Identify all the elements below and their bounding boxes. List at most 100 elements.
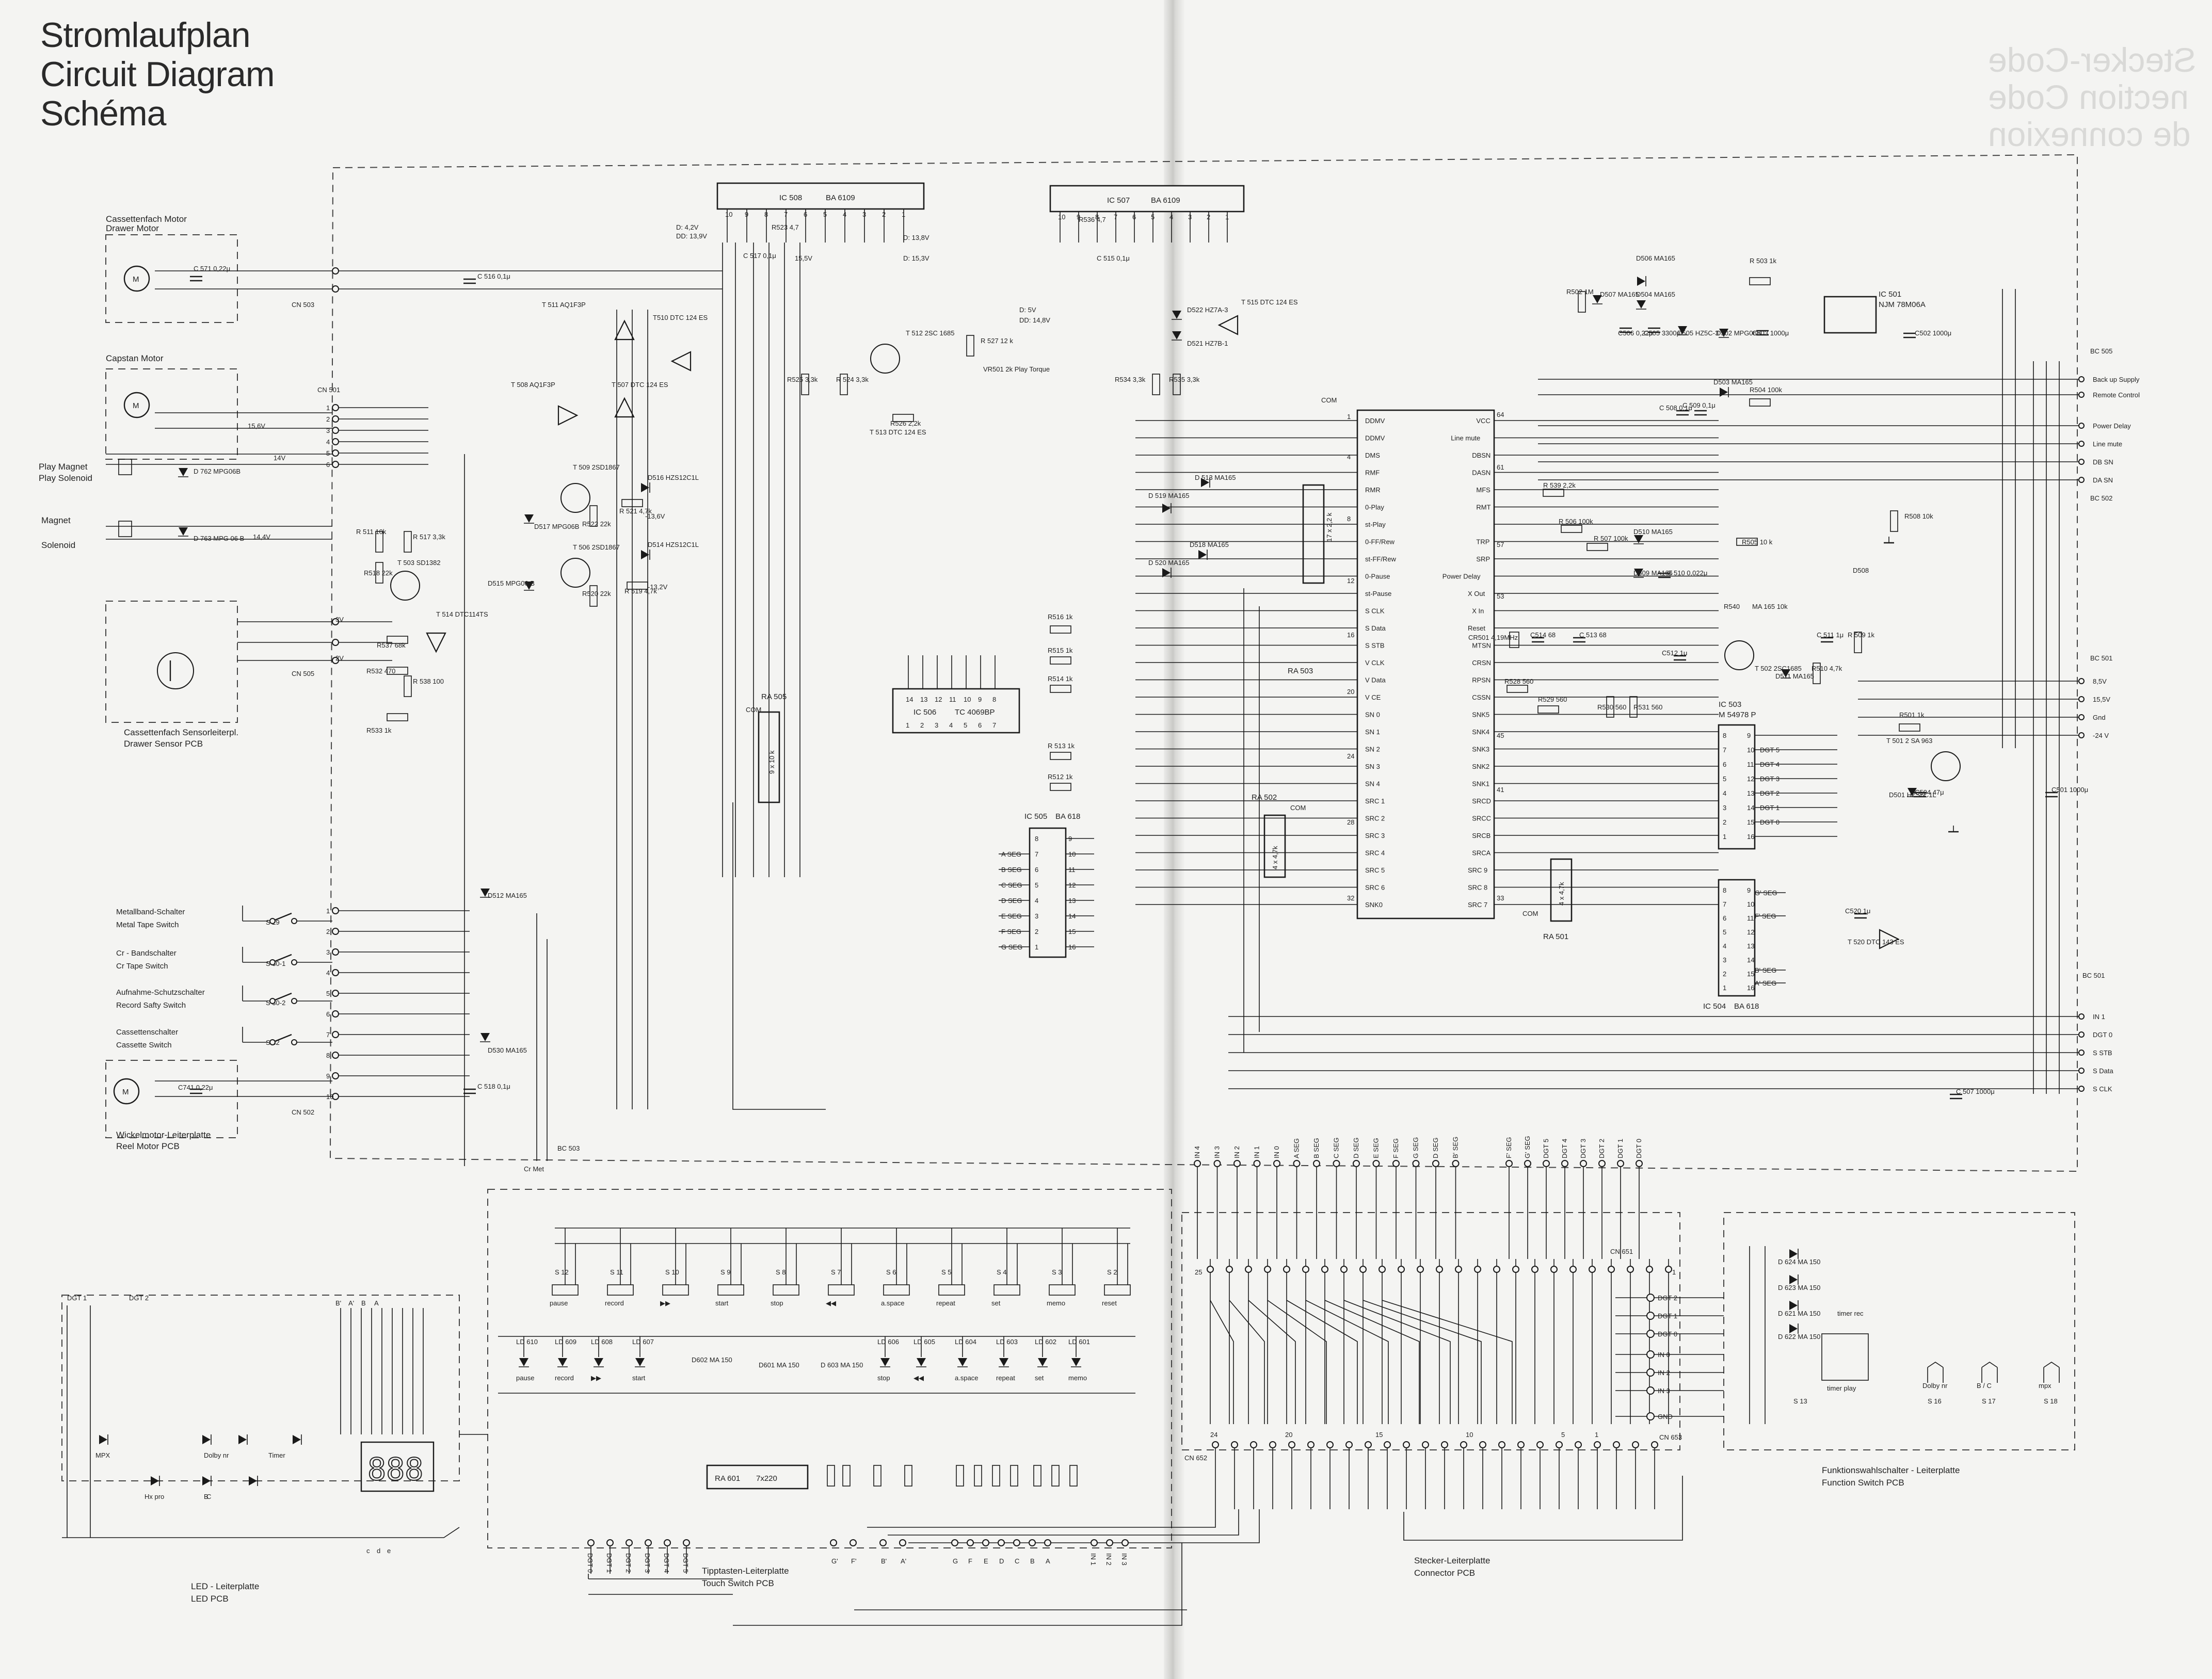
- switch-contact: [269, 998, 276, 1004]
- cn651-pin: [1512, 1266, 1519, 1273]
- cn651-pin: [1608, 1266, 1615, 1273]
- bc501b-signal-label: S STB: [2093, 1049, 2112, 1057]
- bottom-bus: [908, 1509, 1260, 1543]
- mcu-left-pin-name: SN 3: [1365, 763, 1380, 770]
- touch-switch-label: stop: [771, 1299, 783, 1307]
- svg-text:TC 4069BP: TC 4069BP: [955, 708, 995, 717]
- cn651-pin: [1455, 1266, 1462, 1273]
- t520-buffer: [1879, 929, 1900, 949]
- svg-text:BA 6109: BA 6109: [1151, 196, 1180, 205]
- ic503-pin-number: 14: [1747, 804, 1754, 812]
- touch-resistor: [992, 1465, 1000, 1487]
- function-switch-ref: S 18: [2044, 1397, 2058, 1405]
- led-board-label-de: LED - Leiterplatte: [191, 1581, 259, 1591]
- ic506-pin-number: 4: [949, 721, 953, 729]
- d763-diode: [179, 527, 188, 536]
- mcu-pin-number: 33: [1497, 894, 1504, 902]
- mcu-left-pin-name: V CLK: [1365, 659, 1385, 667]
- r507-label: R 507 100k: [1594, 535, 1628, 542]
- touch-pad: [828, 1284, 855, 1296]
- d509-label: D509 MA165: [1633, 569, 1673, 577]
- cn651-pin: [1245, 1266, 1252, 1273]
- cn652-pin: [1422, 1441, 1429, 1448]
- touch-switch-ref: S 11: [610, 1268, 623, 1276]
- cn502-pin: [332, 1031, 339, 1038]
- touch-seg-label: F': [851, 1557, 856, 1565]
- cn501-pin-number: 4: [326, 438, 330, 446]
- touch-seg2-pin: [1013, 1539, 1020, 1546]
- mcu-right-pin-name: MTSN: [1472, 642, 1491, 650]
- r519-label: R 519 4,7k: [624, 587, 657, 595]
- svg-text:NJM 78M06A: NJM 78M06A: [1879, 300, 1926, 309]
- touch-switch-label: record: [605, 1299, 624, 1307]
- mcu-pin-number: 53: [1497, 592, 1504, 600]
- cn502-pin: [332, 1052, 339, 1059]
- bc501-pin: [2078, 714, 2085, 720]
- bc505-signal-label: DB SN: [2093, 458, 2113, 466]
- d514-label: D514 HZS12C1L: [648, 541, 699, 548]
- cn652-pin: [1594, 1441, 1601, 1448]
- switch-contact: [291, 1039, 297, 1045]
- ic507-pin-number: 3: [1188, 213, 1192, 221]
- connector-crossover: [1210, 1300, 1234, 1424]
- com-label: COM: [1321, 396, 1337, 404]
- ic508-pin-number: 8: [764, 211, 768, 218]
- function-switch-ref: S 13: [1793, 1397, 1807, 1405]
- c510-label: C 510 0,022μ: [1667, 569, 1707, 577]
- cn653-pin: [1646, 1294, 1655, 1302]
- cn653-pin: [1646, 1330, 1655, 1338]
- mcu-right-pin-name: CSSN: [1472, 693, 1490, 701]
- function-diode-label: D 623 MA 150: [1778, 1284, 1820, 1291]
- cn653-pin-label: IN 3: [1658, 1387, 1670, 1395]
- ic507-pin-number: 2: [1207, 213, 1210, 221]
- svg-text:RA 505: RA 505: [761, 692, 787, 701]
- ic505: IC 505 BA 618: [1024, 812, 1080, 958]
- connector-crossover: [1248, 1300, 1296, 1424]
- r521-label: R 521 4,7k: [619, 507, 652, 515]
- drawer-motor-board: [105, 234, 238, 323]
- top-connector-pin-label: G' SEG: [1524, 1136, 1531, 1158]
- d517-label: D517 MPG06B: [534, 523, 579, 530]
- led-d-pin: d: [377, 1547, 380, 1555]
- touch-led-label: repeat: [996, 1374, 1015, 1382]
- svg-text:Cr - Bandschalter: Cr - Bandschalter: [116, 949, 177, 958]
- t501-label: T 501 2 SA 963: [1886, 737, 1932, 745]
- cn651-pin: [1493, 1266, 1500, 1273]
- svg-text:7x220: 7x220: [756, 1474, 777, 1483]
- touch-led-ref: LD 605: [913, 1338, 935, 1346]
- indicator-led: [238, 1435, 247, 1444]
- touch-led-ref: LD 608: [591, 1338, 613, 1346]
- d763-label: D 763 MPG 06 B: [194, 535, 244, 542]
- mcu-left-pin-name: DDMV: [1365, 417, 1385, 425]
- top-connector-pin: [1636, 1160, 1643, 1167]
- mcu-pin-number: 12: [1347, 577, 1354, 585]
- mcu-right-pin-name: SNK4: [1472, 728, 1489, 736]
- cn501-pin: [332, 438, 339, 445]
- mcu-right-pin-name: MFS: [1476, 486, 1490, 494]
- transistor-body: [1724, 640, 1754, 670]
- top-connector-pin: [1505, 1160, 1513, 1167]
- touch-dgt-pin: [664, 1539, 671, 1546]
- top-connector-pin-label: DGT 1: [1616, 1139, 1624, 1158]
- touch-in-label: IN 2: [1105, 1553, 1113, 1565]
- cn652-pin: [1575, 1441, 1582, 1448]
- timer-label: Timer: [268, 1451, 285, 1459]
- ic503-pin-number: 11: [1747, 761, 1754, 768]
- d511-diode: [1781, 669, 1790, 677]
- c516-label: C 516 0,1μ: [477, 272, 510, 280]
- d510-label: D510 MA165: [1633, 528, 1673, 536]
- bc501b-label: BC 501: [2082, 972, 2105, 979]
- touch-seg-pin: [899, 1539, 906, 1546]
- ic505-pin-number: 12: [1068, 881, 1076, 889]
- cn651-pin: [1226, 1266, 1233, 1273]
- switch-s30-2: Aufnahme-Schutzschalter Record Safty Swi…: [116, 988, 285, 1010]
- touch-seg2-pin: [967, 1539, 974, 1546]
- cn501-pin-number: 5: [326, 449, 330, 457]
- mcu-right-pin-name: RPSN: [1472, 676, 1490, 684]
- top-connector-pin-label: A SEG: [1293, 1138, 1301, 1158]
- touch-seg2-pin: [1029, 1539, 1036, 1546]
- cn652-pin: [1460, 1441, 1467, 1448]
- cn652-pin-number: 10: [1466, 1431, 1473, 1439]
- led-seg-label: B': [335, 1299, 341, 1307]
- cn651-pin: [1627, 1266, 1634, 1273]
